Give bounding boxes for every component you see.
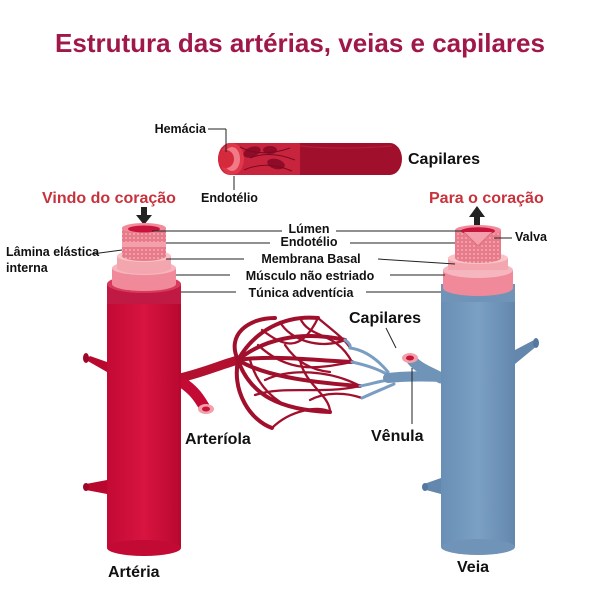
label-endotelio-top: Endotélio (201, 191, 258, 205)
label-para-o-coracao: Para o coração (429, 190, 544, 207)
label-musculo-nao-estriado: Músculo não estriado (246, 269, 375, 283)
artery-layers (107, 223, 181, 313)
venule (402, 353, 447, 384)
vein-layers (441, 225, 515, 311)
label-capilares-top: Capilares (408, 151, 480, 168)
red-blood-cell (218, 150, 234, 168)
label-lamina-interna: interna (6, 261, 49, 275)
label-venula: Vênula (371, 428, 424, 445)
label-vindo-do-coracao: Vindo do coração (42, 190, 176, 207)
label-lumen: Lúmen (289, 222, 330, 236)
label-valva: Valva (515, 230, 548, 244)
label-lamina-elastica: Lâmina elástica (6, 245, 100, 259)
arteriole (177, 377, 214, 414)
vein (422, 302, 539, 555)
label-endotelio: Endotélio (281, 235, 338, 249)
label-arteriola: Arteríola (185, 431, 251, 448)
arrow-down-icon (136, 207, 152, 225)
label-arteria: Artéria (108, 564, 160, 581)
arrow-up-icon (469, 206, 485, 225)
valve-flaps (463, 231, 493, 247)
artery (83, 304, 181, 556)
capillary-network (175, 315, 448, 430)
label-membrana-basal: Membrana Basal (261, 252, 360, 266)
label-veia: Veia (457, 559, 489, 576)
capillary-tube (218, 143, 402, 175)
label-capilares-mid: Capilares (349, 310, 421, 327)
label-tunica-adventicia: Túnica adventícia (249, 286, 355, 300)
label-hemacia: Hemácia (155, 122, 207, 136)
diagram-title: Estrutura das artérias, veias e capilare… (55, 28, 545, 58)
